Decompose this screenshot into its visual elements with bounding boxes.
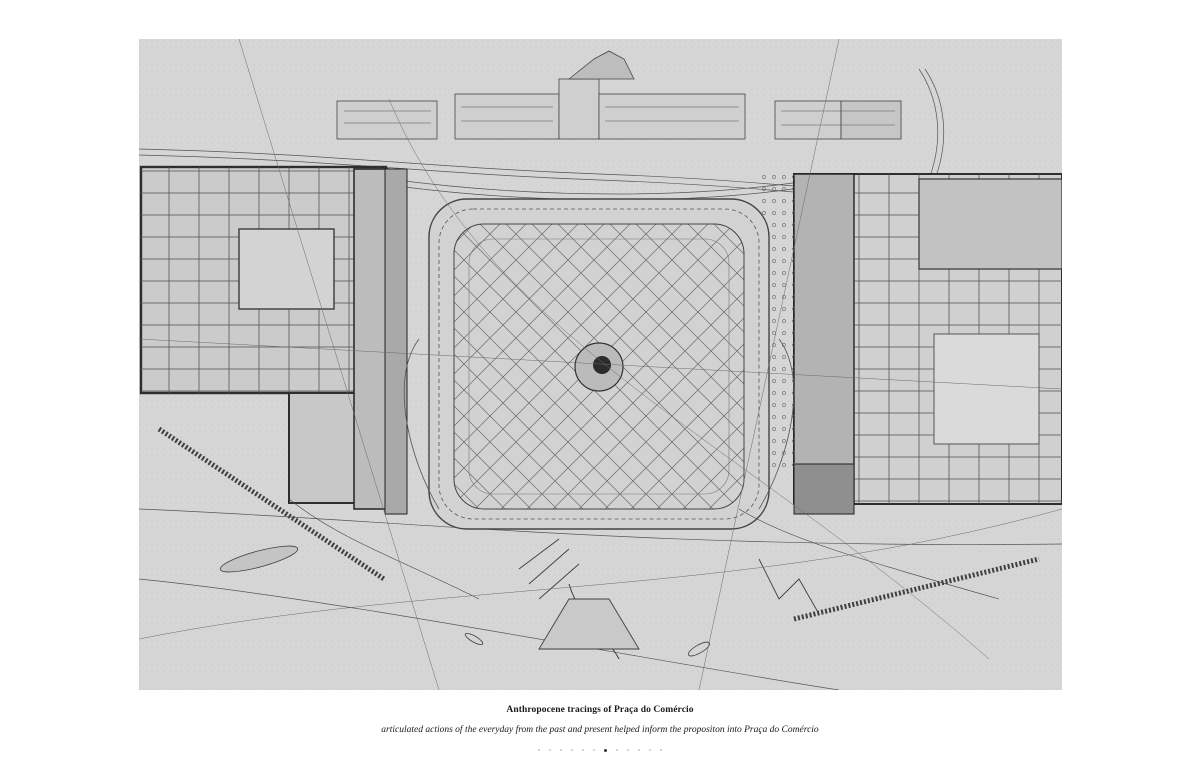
- figure-caption: Anthropocene tracings of Praça do Comérc…: [0, 703, 1200, 737]
- caption-subtitle: articulated actions of the everyday from…: [381, 725, 819, 735]
- pager-dot[interactable]: [582, 749, 584, 751]
- pager-dot[interactable]: [627, 749, 629, 751]
- left-building-plan: [139, 165, 408, 515]
- waterfront-tracings: [157, 426, 1040, 660]
- pager-dot[interactable]: [616, 749, 618, 751]
- slide-pager: [0, 748, 1200, 752]
- pager-dot[interactable]: [538, 749, 540, 751]
- facade-elevation: [336, 50, 902, 140]
- pager-dot[interactable]: [571, 749, 573, 751]
- plan-drawing: [139, 39, 1062, 690]
- pager-dot[interactable]: [593, 749, 595, 751]
- right-building-plan: [793, 173, 1062, 515]
- pager-dot-active[interactable]: [604, 748, 607, 752]
- statue: [593, 356, 611, 374]
- pager-dot[interactable]: [660, 749, 662, 751]
- caption-title: Anthropocene tracings of Praça do Comérc…: [506, 705, 694, 715]
- pager-dot[interactable]: [560, 749, 562, 751]
- trace-lines: [139, 39, 1062, 690]
- pager-dot[interactable]: [549, 749, 551, 751]
- pager-dot[interactable]: [638, 749, 640, 751]
- pager-dot[interactable]: [649, 749, 651, 751]
